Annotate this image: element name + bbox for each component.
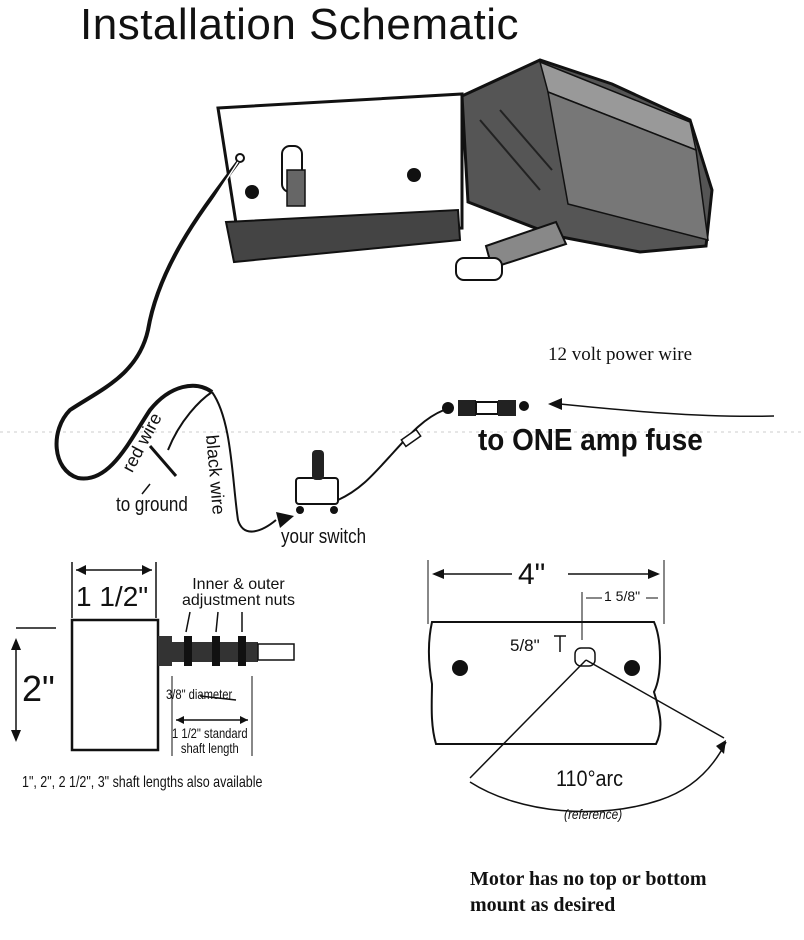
mount-hole-icon xyxy=(407,168,421,182)
arc-label: 110°arc xyxy=(556,766,623,791)
fuse-label: to ONE amp fuse xyxy=(478,422,703,457)
power-wire xyxy=(559,403,775,418)
black-wire xyxy=(211,391,277,533)
side-width-label: 1 1/2" xyxy=(76,581,149,612)
reference-label: (reference) xyxy=(564,806,623,822)
fuse-lead xyxy=(337,409,445,501)
front-view xyxy=(427,560,727,813)
shaft-availability-label: 1", 2", 2 1/2", 3" shaft lengths also av… xyxy=(22,774,263,791)
ground-label: to ground xyxy=(116,494,188,516)
mounting-note: Motor has no top or bottom mount as desi… xyxy=(470,868,707,916)
shaft-vertical-label: 5/8" xyxy=(510,636,540,655)
arrow-icon xyxy=(548,398,562,410)
ground-terminal-icon xyxy=(148,445,178,477)
fuse-icon xyxy=(442,400,529,416)
page-title: Installation Schematic xyxy=(80,0,519,49)
shaft-offset-label: 1 5/8" xyxy=(604,588,641,604)
toggle-knob xyxy=(281,145,306,207)
side-height-label: 2" xyxy=(22,668,55,709)
shaft-length-label: 1 1/2" standard shaft length xyxy=(172,725,248,756)
side-view xyxy=(11,562,295,756)
motor-switch-box xyxy=(216,92,464,264)
switch-label: your switch xyxy=(281,526,367,548)
ground-lead xyxy=(167,391,213,451)
power-wire-label: 12 volt power wire xyxy=(548,344,693,365)
front-width-label: 4" xyxy=(518,558,546,591)
mount-hole-icon xyxy=(245,185,259,199)
red-wire xyxy=(54,160,240,481)
mount-hole-icon xyxy=(452,660,468,676)
motor-gearbox xyxy=(455,58,714,281)
arc-curve xyxy=(469,741,727,813)
switch-icon xyxy=(295,450,339,514)
adjustment-nuts-label: Inner & outer adjustment nuts xyxy=(182,576,295,609)
motor-shaft xyxy=(455,220,568,281)
diameter-label: 3/8" diameter xyxy=(166,686,233,702)
arrow-icon xyxy=(276,512,294,528)
mount-hole-icon xyxy=(624,660,640,676)
